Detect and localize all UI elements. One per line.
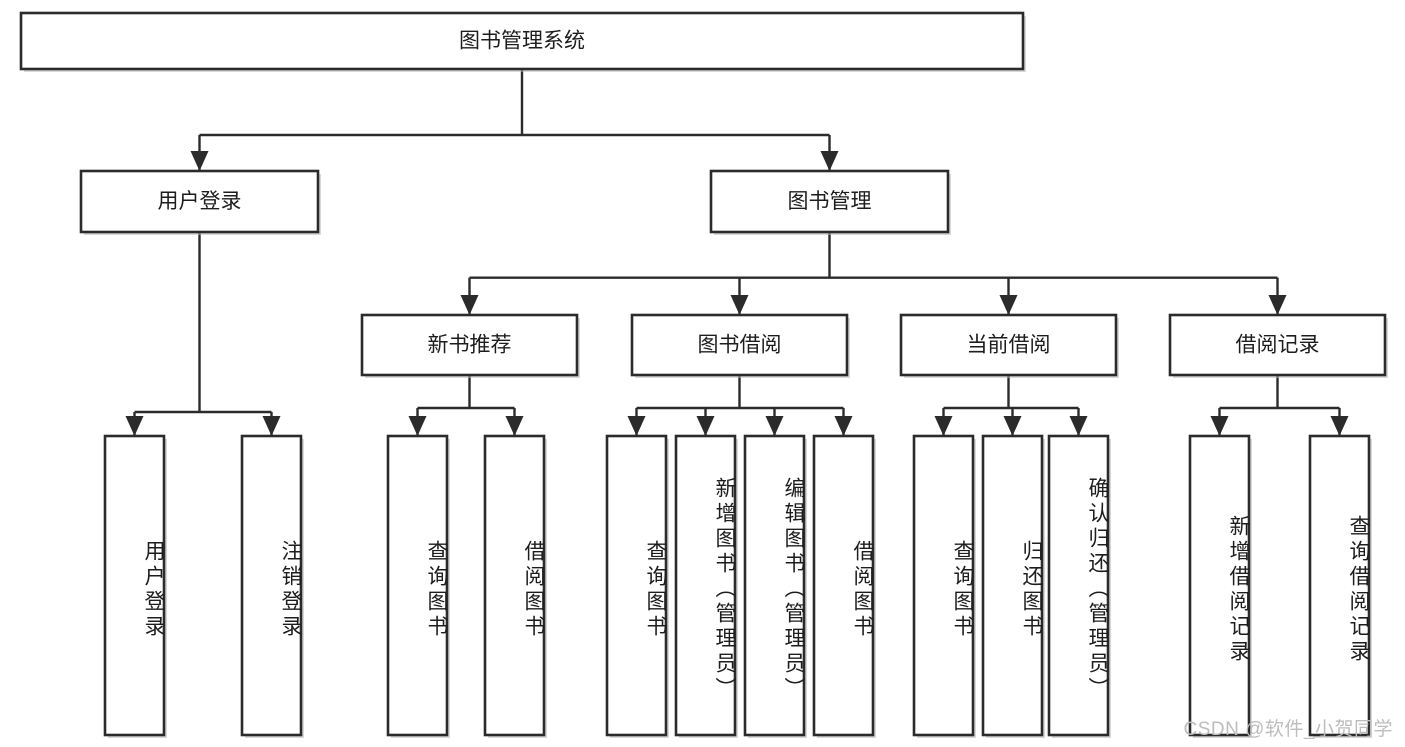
node-label-n_cur_borrow: 当前借阅 (967, 334, 1051, 357)
node-box-l_query_rec[interactable] (1308, 434, 1371, 737)
node-box-l_query_book_3[interactable] (912, 434, 975, 737)
node-box-n_user_login[interactable] (79, 169, 320, 234)
node-box-n_cur_borrow[interactable] (899, 313, 1118, 377)
node-box-l_query_book_1[interactable] (386, 434, 449, 737)
node-box-n_book_mgmt[interactable] (709, 169, 950, 234)
node-label-n_book_borrow: 图书借阅 (698, 334, 782, 357)
node-box-l_borrow_book_1[interactable] (483, 434, 546, 737)
node-label-n_new_book_rec: 新书推荐 (428, 334, 512, 357)
connectors-layer (125, 69, 1349, 436)
node-box-l_confirm_ret[interactable] (1047, 434, 1110, 737)
node-box-root[interactable] (19, 11, 1025, 71)
node-box-n_book_borrow[interactable] (630, 313, 849, 377)
node-box-l_user_logout[interactable] (240, 434, 303, 737)
node-box-l_return_book[interactable] (981, 434, 1044, 737)
node-box-l_query_book_2[interactable] (605, 434, 668, 737)
node-label-root: 图书管理系统 (459, 30, 585, 53)
node-box-l_edit_book[interactable] (743, 434, 806, 737)
csdn-watermark: CSDN @软件_小贺同学 (1183, 719, 1393, 740)
node-box-l_user_login[interactable] (103, 434, 166, 737)
node-box-l_borrow_book_2[interactable] (812, 434, 875, 737)
node-label-n_borrow_rec: 借阅记录 (1236, 334, 1320, 357)
node-label-n_book_mgmt: 图书管理 (788, 190, 872, 213)
node-box-l_add_rec[interactable] (1188, 434, 1251, 737)
node-box-n_borrow_rec[interactable] (1168, 313, 1387, 377)
boxes-layer (19, 11, 1388, 738)
node-box-n_new_book_rec[interactable] (360, 313, 579, 377)
node-box-l_add_book[interactable] (674, 434, 737, 737)
node-label-n_user_login: 用户登录 (158, 190, 242, 213)
